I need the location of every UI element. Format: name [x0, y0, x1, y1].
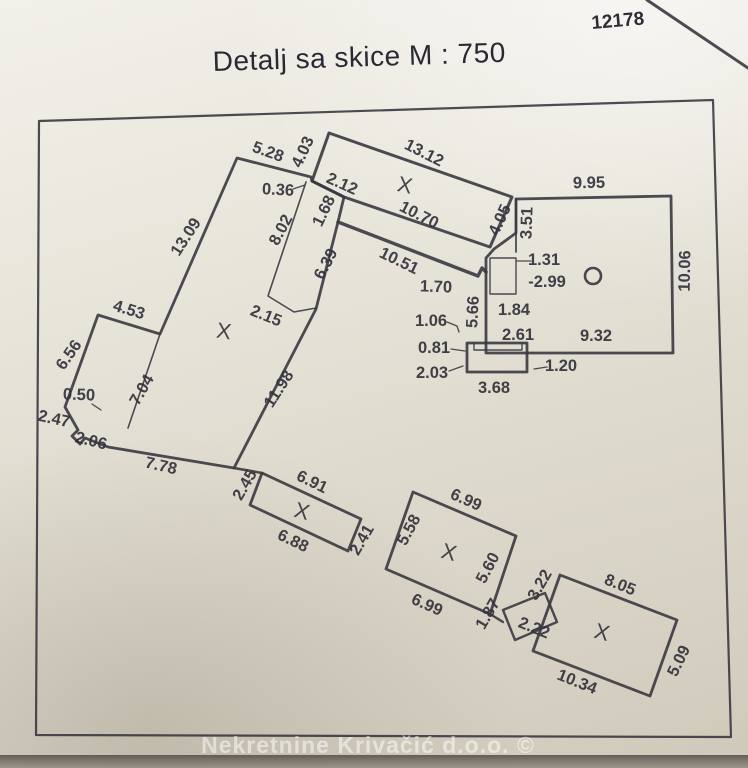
dim-label-0.81: 0.81: [418, 339, 450, 357]
dim-label-4.05: 4.05: [485, 202, 515, 239]
dim-label-1.70: 1.70: [420, 277, 453, 296]
dim-label-2.06: 2.06: [73, 428, 109, 453]
leader-106: [446, 321, 460, 333]
indent-rect: [489, 257, 517, 295]
building-top-outline: [310, 131, 514, 249]
leader-203: [448, 365, 464, 372]
dim-label-4.03: 4.03: [288, 134, 318, 171]
inner-strip-802: [267, 181, 317, 313]
annex-outline: [501, 591, 559, 642]
dim-label-6.99: 6.99: [409, 590, 446, 620]
dim-label-0.36: 0.36: [261, 180, 294, 200]
dim-label-7.04: 7.04: [126, 371, 158, 409]
o-mark: [583, 266, 603, 286]
watermark: Nekretnine Krivačić d.o.o. ©: [201, 732, 535, 758]
x-mark-5: X: [592, 618, 613, 646]
dim-label-8.05: 8.05: [602, 571, 639, 600]
dim-label-3.51: 3.51: [517, 207, 536, 240]
dim-label-1.68: 1.68: [309, 193, 339, 230]
building-small-left-outline: [248, 471, 363, 553]
connector-line-1: [232, 466, 264, 475]
leader-120: [533, 366, 548, 370]
dim-label-5.60: 5.60: [473, 550, 504, 587]
dim-label-1.84: 1.84: [498, 301, 531, 319]
leader-081: [450, 348, 466, 352]
leader-036: [292, 184, 306, 190]
dim-label-9.32: 9.32: [580, 327, 612, 345]
leader-050: [91, 403, 102, 411]
dim-label-6.91: 6.91: [294, 467, 331, 497]
connector-line-2: [488, 612, 505, 624]
terrace-line-1051: [336, 220, 488, 278]
dim-label-5.58: 5.58: [394, 512, 425, 549]
dim-label-2.03: 2.03: [416, 364, 448, 382]
page-title: Detalj sa skice M : 750: [212, 37, 506, 77]
corner-fold-line: [645, 0, 748, 70]
geometry-layer: [34, 0, 748, 739]
dim-label-2.41: 2.41: [346, 522, 378, 559]
steps-outline: [465, 341, 529, 374]
photo-edge-band: [0, 755, 748, 768]
sketch-number: 12178: [591, 8, 645, 34]
building-bottomright-outline: [531, 573, 679, 698]
dim-label-1.87: 1.87: [472, 596, 504, 633]
dim-label-5.66: 5.66: [463, 295, 483, 328]
x-mark-2: X: [215, 318, 233, 345]
dim-label-6.39: 6.39: [311, 246, 342, 283]
building-left-outline: [63, 156, 346, 470]
sketch-border: [34, 98, 733, 739]
dim-label-8.02: 8.02: [266, 212, 297, 249]
building-right-outline: [484, 194, 675, 355]
dim-label-13.09: 13.09: [167, 215, 205, 259]
inner-line-704: [127, 333, 161, 429]
dim-label-10.51: 10.51: [376, 244, 421, 278]
x-mark-3: X: [292, 497, 313, 525]
x-mark-4: X: [439, 538, 460, 566]
dim-label-6.56: 6.56: [52, 337, 85, 374]
dim-label-10.70: 10.70: [397, 198, 442, 233]
dim-label-10.06: 10.06: [676, 250, 695, 292]
dim-label-3.68: 3.68: [478, 379, 510, 397]
dim-label--2.99: -2.99: [528, 273, 566, 291]
dim-label-1.20: 1.20: [545, 357, 577, 375]
dim-label-9.95: 9.95: [573, 174, 605, 193]
dim-label-1.31: 1.31: [528, 251, 560, 269]
x-mark-1: X: [395, 171, 415, 199]
dim-label-2.15: 2.15: [248, 302, 285, 331]
dim-label-1.06: 1.06: [415, 312, 447, 330]
dim-label-10.34: 10.34: [554, 666, 600, 698]
dim-label-11.98: 11.98: [260, 367, 297, 411]
dim-label-2.61: 2.61: [502, 326, 534, 344]
dim-label-0.50: 0.50: [63, 385, 96, 404]
steps-inner-line: [473, 342, 523, 351]
